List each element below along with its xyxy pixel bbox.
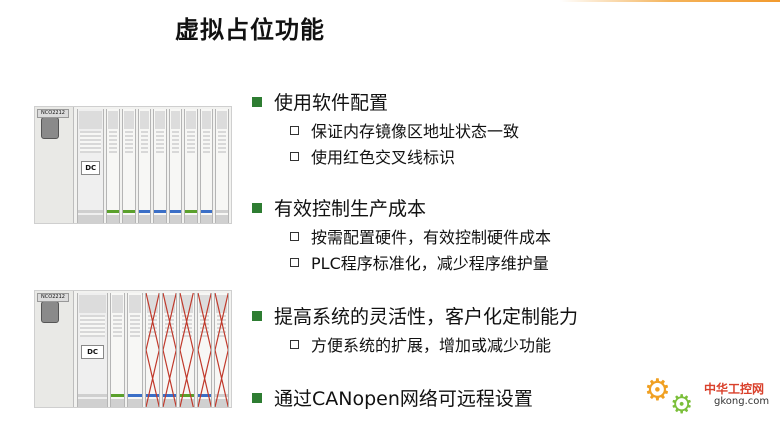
sub-bullet-item: 按需配置硬件，有效控制硬件成本 <box>290 224 551 248</box>
bullet-item: 使用软件配置 <box>252 88 388 115</box>
bullet-text: 提高系统的灵活性，客户化定制能力 <box>274 306 579 328</box>
watermark-text: 中华工控网 <box>704 382 765 396</box>
gear-icon: ⚙ <box>644 373 671 408</box>
header-accent-line <box>560 0 780 2</box>
red-cross-icon <box>146 293 159 407</box>
green-square-bullet-icon <box>252 96 262 107</box>
red-cross-icon <box>198 293 211 407</box>
rack-module-virtual <box>161 293 178 407</box>
sub-bullet-text: 按需配置硬件，有效控制硬件成本 <box>311 228 552 247</box>
rack-module-virtual <box>179 293 195 407</box>
connector-icon <box>41 301 59 323</box>
bullet-item: 通过CANopen网络可远程设置 <box>252 384 533 411</box>
rack-module <box>110 293 126 407</box>
rack-module <box>127 293 143 407</box>
rack-label-nco: NCO2212 <box>37 109 69 118</box>
sub-bullet-item: 使用红色交叉线标识 <box>290 144 455 168</box>
gear-icon: ⚙ <box>670 390 694 420</box>
rack-module-virtual <box>144 293 160 407</box>
rack-module <box>106 109 121 223</box>
hollow-square-bullet-icon <box>290 340 299 349</box>
rack-head-module: NCO2212 <box>35 107 74 223</box>
bullet-text: 通过CANopen网络可远程设置 <box>274 388 533 410</box>
rack-module <box>215 109 229 223</box>
green-square-bullet-icon <box>252 202 262 213</box>
rack-module: DC <box>77 293 109 407</box>
bullet-text: 使用软件配置 <box>274 92 389 114</box>
bullet-item: 有效控制生产成本 <box>252 194 426 221</box>
hollow-square-bullet-icon <box>290 232 299 241</box>
sub-bullet-text: 方便系统的扩展，增加或减少功能 <box>311 336 552 355</box>
bullet-text: 有效控制生产成本 <box>274 198 427 220</box>
rack-module-virtual <box>196 293 212 407</box>
rack-label-dc: DC <box>81 161 101 175</box>
rack-module: DC <box>77 109 105 223</box>
rack-label-dc: DC <box>81 345 105 359</box>
sub-bullet-text: 使用红色交叉线标识 <box>311 148 456 167</box>
red-cross-icon <box>180 293 193 407</box>
green-square-bullet-icon <box>252 310 262 321</box>
plc-rack-image-bottom: NCO2212 DC <box>34 290 232 408</box>
green-square-bullet-icon <box>252 392 262 403</box>
sub-bullet-text: PLC程序标准化，减少程序维护量 <box>311 254 549 273</box>
slide-title: 虚拟占位功能 <box>175 16 325 44</box>
red-cross-icon <box>163 293 176 407</box>
hollow-square-bullet-icon <box>290 126 299 135</box>
gkong-watermark-logo: ⚙ ⚙ 中华工控网 gkong.com <box>640 374 776 424</box>
rack-head-module: NCO2212 <box>35 291 74 407</box>
watermark-url: gkong.com <box>714 396 770 407</box>
sub-bullet-item: 保证内存镜像区地址状态一致 <box>290 118 519 142</box>
hollow-square-bullet-icon <box>290 258 299 267</box>
plc-rack-image-top: NCO2212 DC <box>34 106 232 224</box>
sub-bullet-item: PLC程序标准化，减少程序维护量 <box>290 250 549 274</box>
sub-bullet-text: 保证内存镜像区地址状态一致 <box>311 122 520 141</box>
rack-module <box>122 109 136 223</box>
rack-module <box>153 109 167 223</box>
bullet-item: 提高系统的灵活性，客户化定制能力 <box>252 302 578 329</box>
red-cross-icon <box>215 293 228 407</box>
hollow-square-bullet-icon <box>290 152 299 161</box>
rack-module <box>168 109 183 223</box>
sub-bullet-item: 方便系统的扩展，增加或减少功能 <box>290 332 551 356</box>
rack-label-nco: NCO2212 <box>37 293 69 302</box>
rack-module <box>184 109 198 223</box>
rack-module-virtual <box>213 293 230 407</box>
rack-module <box>137 109 152 223</box>
rack-module <box>199 109 214 223</box>
connector-icon <box>41 117 59 139</box>
